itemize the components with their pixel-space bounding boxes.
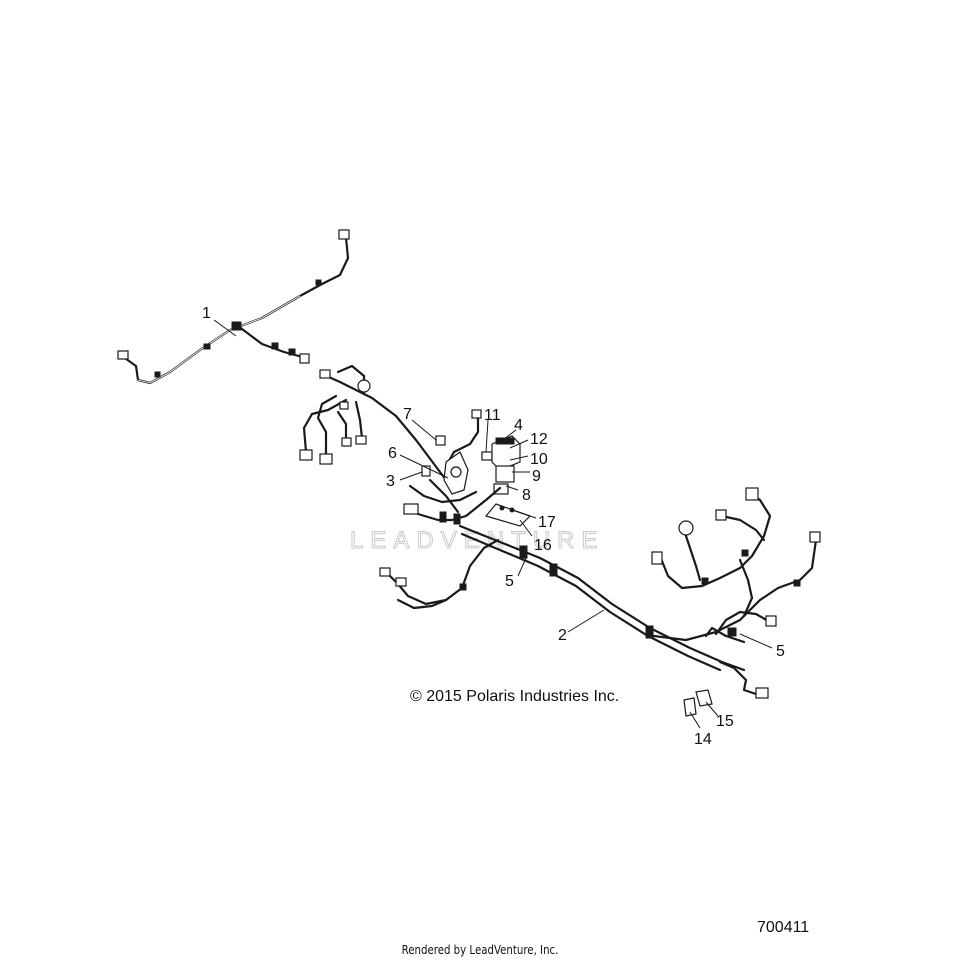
- callout-11: 11: [484, 407, 501, 424]
- clip-11: [481, 451, 493, 461]
- callout-4: 4: [514, 417, 523, 434]
- callout-1: 1: [202, 305, 211, 322]
- callout-8: 8: [522, 487, 531, 504]
- fuse-block-9: [495, 465, 515, 483]
- mount-8: [493, 483, 509, 495]
- callout-15: 15: [716, 713, 734, 730]
- terminal-14: [683, 697, 697, 717]
- main-harness: [379, 524, 746, 672]
- front-harness: [651, 487, 821, 699]
- callout-5-right: 5: [776, 643, 785, 660]
- callout-14: 14: [694, 731, 712, 748]
- rendered-by-footer: Rendered by LeadVenture, Inc.: [401, 943, 559, 957]
- clip-7: [435, 435, 446, 446]
- callouts: 1 2 3 4 5 5 6 7 8 9 10 11 12 14 15 16 17: [202, 305, 785, 748]
- terminal-15: [695, 689, 713, 707]
- leader-lines: [213, 319, 773, 729]
- callout-9: 9: [532, 468, 541, 485]
- cover-4: [495, 437, 515, 445]
- callout-7: 7: [403, 406, 412, 423]
- callout-17: 17: [538, 514, 556, 531]
- callout-3: 3: [386, 473, 395, 490]
- screw-17: [499, 505, 505, 511]
- callout-5-left: 5: [505, 573, 514, 590]
- callout-6: 6: [388, 445, 397, 462]
- callout-12: 12: [530, 431, 548, 448]
- callout-10: 10: [530, 451, 548, 468]
- rear-harness: [117, 229, 350, 385]
- left-connector-cluster: [299, 364, 482, 515]
- diagram-id: 700411: [757, 919, 810, 936]
- copyright-notice: © 2015 Polaris Industries Inc.: [410, 688, 620, 705]
- callout-16: 16: [534, 537, 552, 554]
- callout-2: 2: [558, 627, 567, 644]
- central-components: [408, 435, 532, 527]
- plate-16: [484, 503, 532, 527]
- fastener-3: [421, 465, 431, 477]
